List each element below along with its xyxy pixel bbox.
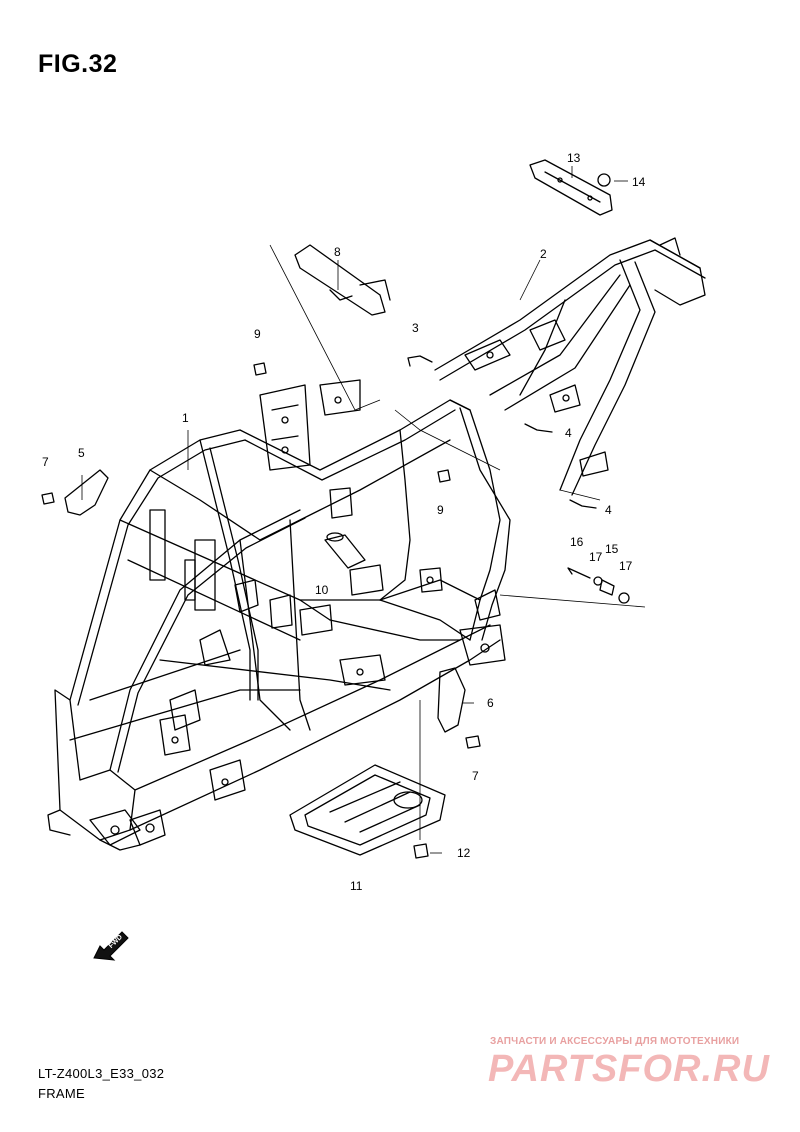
bracket-part-6: [437, 667, 466, 733]
callout-7-left: 7: [42, 455, 49, 469]
callout-9-upper: 9: [254, 327, 261, 341]
callout-12: 12: [457, 846, 471, 860]
callout-15: 15: [605, 542, 619, 556]
skid-plate-part-11: [289, 764, 446, 856]
watermark-logo: PARTSFOR.RU: [488, 1048, 770, 1090]
cross-member-part-8: [294, 244, 391, 316]
callout-13: 13: [567, 151, 581, 165]
callout-9-lower: 9: [437, 503, 444, 517]
callout-17-left: 17: [589, 550, 603, 564]
bracket-part-5: [64, 469, 109, 516]
bracket-part-13: [529, 159, 613, 216]
callout-16: 16: [570, 535, 584, 549]
figure-title: FIG.32: [38, 50, 118, 78]
callout-8: 8: [334, 245, 341, 259]
pivot-pin-part-10: [324, 532, 366, 569]
callout-2: 2: [540, 247, 547, 261]
callout-11: 11: [350, 879, 363, 893]
callout-14: 14: [632, 175, 646, 189]
figure-caption: FRAME: [38, 1086, 85, 1101]
callout-1: 1: [182, 411, 189, 425]
rear-subframe: [434, 237, 706, 496]
model-code: LT-Z400L3_E33_032: [38, 1066, 165, 1081]
callout-4-lower: 4: [605, 503, 612, 517]
main-frame: [47, 379, 511, 851]
callout-3: 3: [412, 321, 419, 335]
callout-4-upper: 4: [565, 426, 572, 440]
forward-arrow-icon: FWD: [93, 931, 129, 961]
callout-17-right: 17: [619, 559, 633, 573]
callout-7-right: 7: [472, 769, 479, 783]
callout-5: 5: [78, 446, 85, 460]
callout-6: 6: [487, 696, 494, 710]
fasteners: [41, 173, 630, 859]
callout-10: 10: [315, 583, 329, 597]
watermark-tagline: ЗАПЧАСТИ И АКСЕССУАРЫ ДЛЯ МОТОТЕХНИКИ: [490, 1036, 740, 1047]
